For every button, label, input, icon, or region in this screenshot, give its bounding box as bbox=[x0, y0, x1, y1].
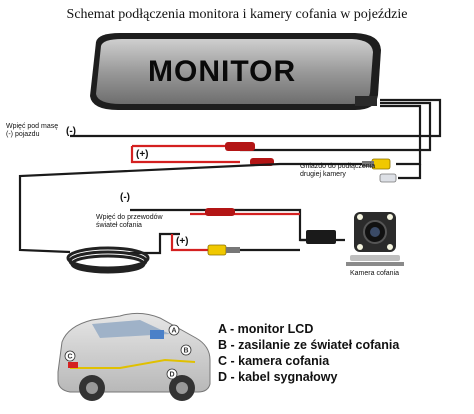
ground-wire bbox=[70, 98, 442, 152]
reverse-fuse bbox=[205, 208, 235, 216]
signal-cable-upper bbox=[380, 104, 422, 180]
legend-item-d: D - kabel sygnałowy bbox=[218, 370, 338, 384]
monitor-label: MONITOR bbox=[148, 55, 297, 88]
marker-a: A bbox=[171, 328, 176, 335]
reverse-sign-minus: (-) bbox=[120, 192, 130, 203]
marker-c: C bbox=[67, 354, 72, 361]
reverse-label-line2: świateł cofania bbox=[96, 222, 142, 229]
legend-item-a: A - monitor LCD bbox=[218, 322, 314, 336]
rearview-mirror-monitor bbox=[90, 33, 381, 110]
car-illustration: A B C D bbox=[57, 312, 211, 401]
rca-camera-connector bbox=[207, 230, 345, 256]
ground-sign: (-) bbox=[66, 126, 76, 137]
ground-label-line1: Wpięć pod masę bbox=[6, 123, 59, 130]
rca-socket-connector bbox=[362, 158, 397, 183]
car-monitor-lcd bbox=[150, 330, 164, 339]
camera-label: Kamera cofania bbox=[350, 270, 400, 277]
plus-sign-top: (+) bbox=[136, 149, 149, 160]
socket-label-line1: Gniazdo do podłączenia bbox=[300, 163, 376, 170]
reverse-label-line1: Wpięć do przewodów bbox=[96, 214, 163, 221]
power-wire-red bbox=[130, 144, 240, 164]
socket-label-line2: drugiej kamery bbox=[300, 171, 346, 178]
marker-d: D bbox=[169, 372, 174, 379]
ground-label-line2: (-) pojazdu bbox=[6, 131, 40, 138]
reverse-sign-plus: (+) bbox=[176, 236, 189, 247]
page-title: Schemat podłączenia monitora i kamery co… bbox=[66, 7, 408, 22]
marker-b: B bbox=[183, 348, 188, 355]
legend-item-c: C - kamera cofania bbox=[218, 354, 330, 368]
legend-item-b: B - zasilanie ze świateł cofania bbox=[218, 338, 400, 352]
reverse-camera bbox=[346, 212, 404, 266]
cable-coil bbox=[66, 246, 150, 274]
